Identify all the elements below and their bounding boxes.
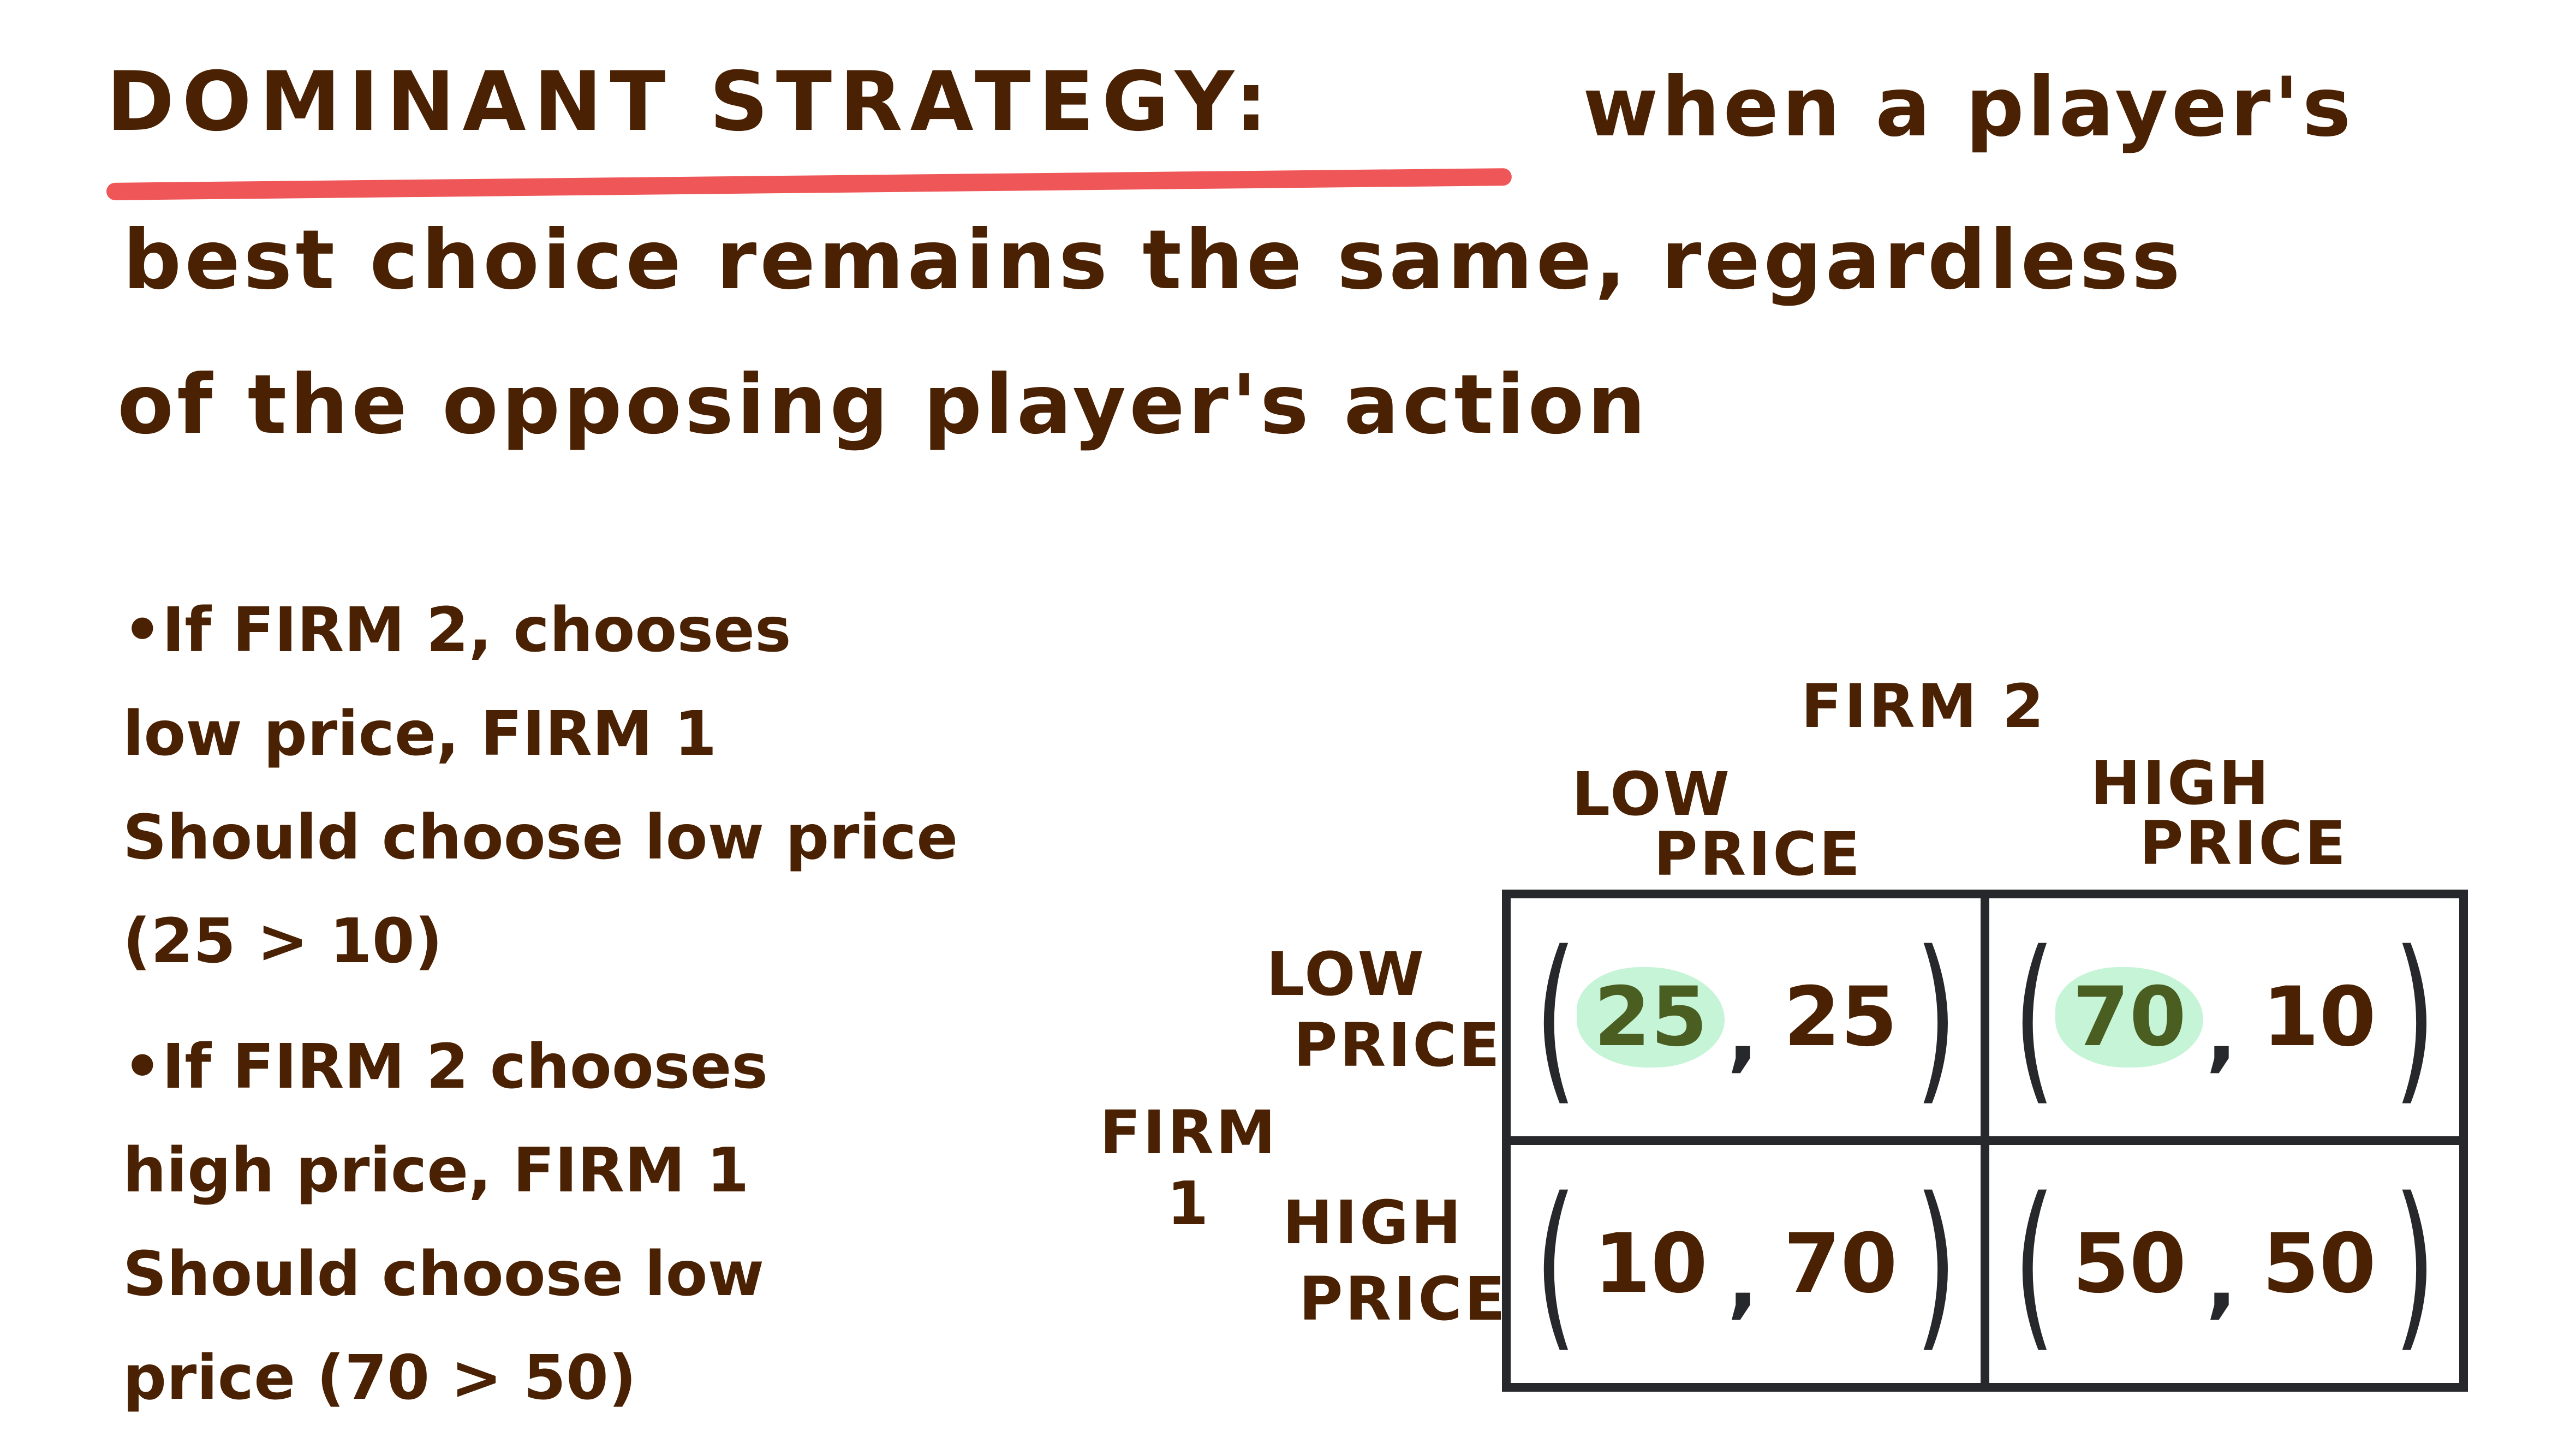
open-paren: ( [2013,1159,2055,1369]
cell-high-high: ( 50 , 50 ) [1985,1141,2459,1383]
firm1-payoff: 25 [1590,970,1711,1065]
column-label-low-price: LOW PRICE [1572,764,1862,884]
firm1-payoff: 50 [2072,1217,2186,1311]
firm2-payoff: 10 [2262,970,2376,1065]
label-line: FIRM [1100,1098,1278,1167]
bullet-line: •If FIRM 2 chooses [123,1031,768,1102]
label-line: LOW [1572,759,1732,829]
row-label-high-price: HIGH PRICE [1283,1184,1507,1337]
bullet-line: •If FIRM 2, chooses [123,595,791,666]
firm1-payoff: 10 [1594,1217,1708,1311]
comma: , [2206,986,2237,1081]
payoff-matrix: ( 25 , 25 ) ( 70 , 10 ) ( 10 , 70 ) ( 50… [1502,890,2468,1392]
firm2-payoff: 25 [1783,970,1898,1065]
comma: , [1727,1233,1758,1328]
label-line: PRICE [1299,1264,1508,1334]
firm1-payoff: 70 [2069,970,2190,1065]
bullet-line: Should choose low price [123,802,958,873]
row-player-label: FIRM 1 [1100,1097,1278,1239]
definition-line1: when a player's [1583,60,2354,155]
definition-line2: best choice remains the same, regardless [123,213,2184,308]
label-line: HIGH [1283,1188,1464,1257]
cell-low-high: ( 70 , 10 ) [1985,898,2459,1141]
definition-line3: of the opposing player's action [117,357,1649,452]
column-label-high-price: HIGH PRICE [2090,753,2348,873]
cell-low-low: ( 25 , 25 ) [1511,898,1985,1141]
firm2-payoff: 50 [2262,1217,2376,1311]
bullet-line: low price, FIRM 1 [123,699,717,770]
open-paren: ( [2013,913,2055,1122]
row-label-low-price: LOW PRICE [1266,939,1502,1081]
bullet-line: (25 > 10) [123,906,443,977]
bullet-note-high: •If FIRM 2 chooses high price, FIRM 1 Sh… [123,1015,768,1430]
bullet-line: price (70 > 50) [123,1343,637,1414]
label-line: PRICE [2139,808,2348,878]
column-player-label: FIRM 2 [1801,671,2047,741]
bullet-note-low: •If FIRM 2, chooses low price, FIRM 1 Sh… [123,579,958,993]
open-paren: ( [1534,1159,1577,1369]
firm2-payoff: 70 [1783,1217,1898,1311]
close-paren: ) [2393,913,2436,1122]
label-line: LOW [1266,939,1427,1009]
label-line: HIGH [2090,748,2271,818]
bullet-line: high price, FIRM 1 [123,1135,749,1206]
label-line: PRICE [1654,819,1863,889]
close-paren: ) [2393,1159,2436,1369]
cell-high-low: ( 10 , 70 ) [1511,1141,1985,1383]
close-paren: ) [1915,1159,1957,1369]
label-line: PRICE [1293,1010,1502,1080]
definition-underline [106,168,1512,200]
comma: , [1727,986,1758,1081]
bullet-line: Should choose low [123,1239,765,1310]
definition-term: DOMINANT STRATEGY: [106,55,1275,150]
open-paren: ( [1534,913,1577,1122]
close-paren: ) [1915,913,1957,1122]
comma: , [2206,1233,2237,1328]
label-line: 1 [1166,1168,1211,1238]
